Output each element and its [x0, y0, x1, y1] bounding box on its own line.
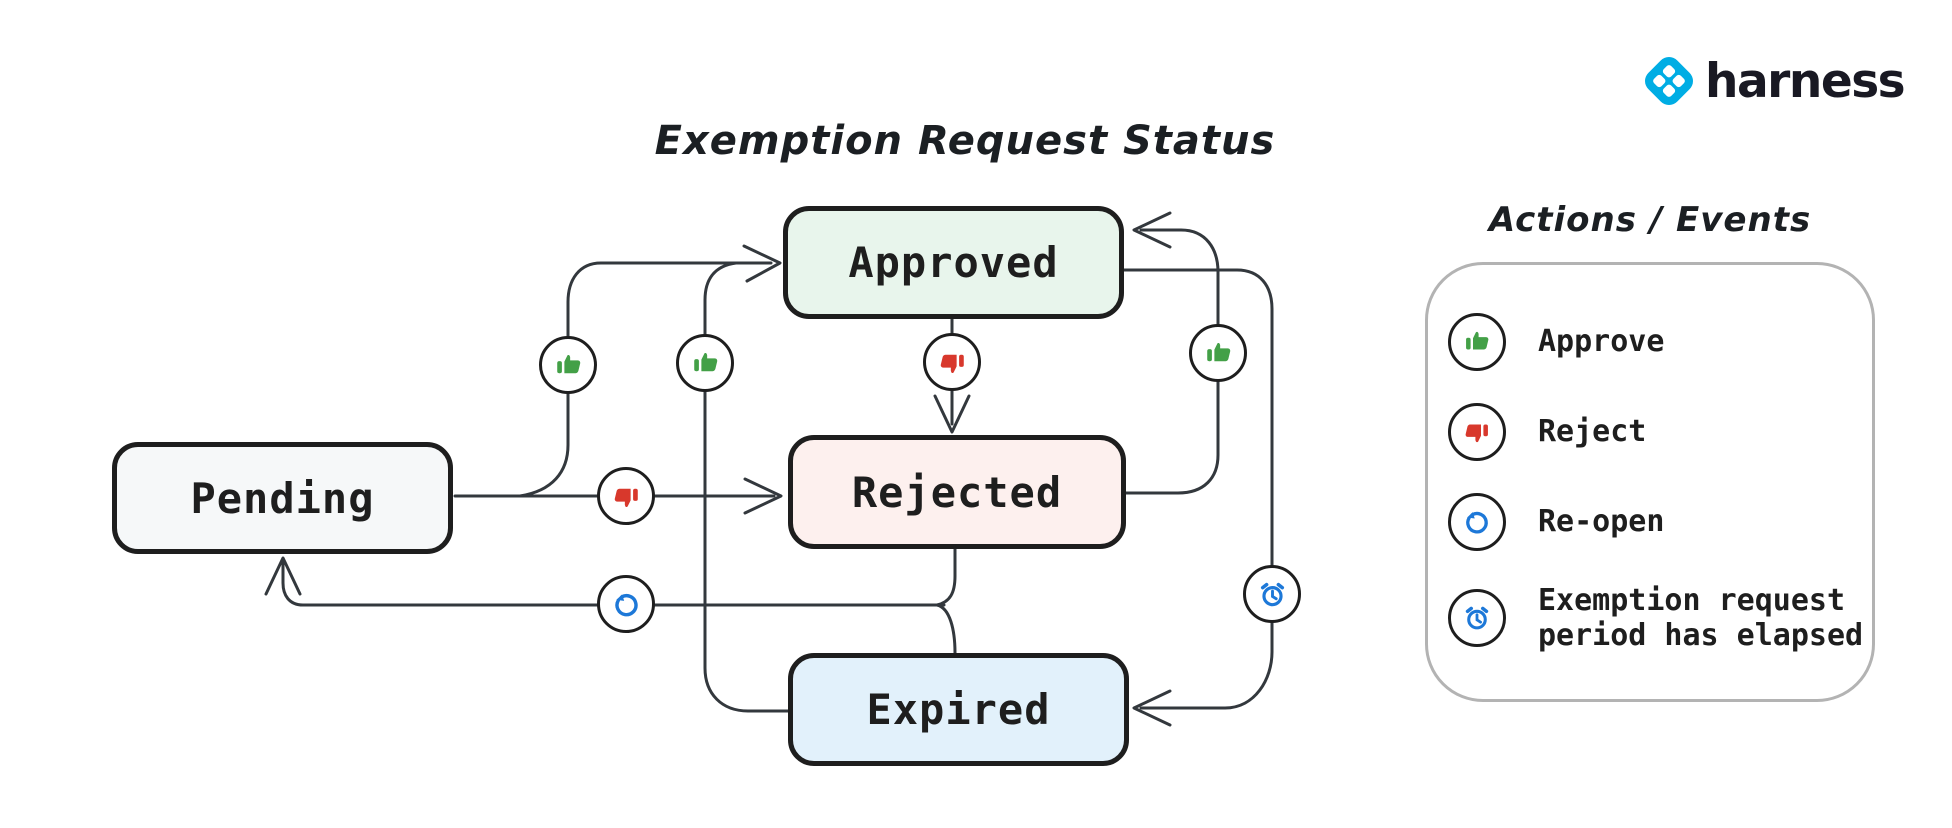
badge-approve-rejected-to-approved	[1189, 324, 1247, 382]
arrowhead-into-rejected-top	[933, 394, 971, 434]
legend-item-reject: Reject	[1448, 403, 1890, 461]
legend-item-reopen: Re-open	[1448, 493, 1890, 551]
legend-reopen-circle	[1448, 493, 1506, 551]
reopen-icon	[1466, 511, 1488, 534]
legend-approve-circle	[1448, 313, 1506, 371]
arrowhead-into-expired-right	[1132, 689, 1172, 727]
legend-reject-circle	[1448, 403, 1506, 461]
arrowhead-into-approved-right	[1132, 211, 1172, 249]
badge-reopen	[597, 575, 655, 633]
badge-approve-pending-to-approved	[539, 336, 597, 394]
legend-title: Actions / Events	[1488, 200, 1812, 240]
state-label-pending: Pending	[190, 473, 375, 523]
state-rejected: Rejected	[788, 435, 1126, 549]
harness-logo-text: harness	[1705, 53, 1906, 109]
edge-expired-approved	[703, 261, 790, 713]
badge-reject-approved-to-rejected	[923, 333, 981, 391]
arrowhead-into-approved-left	[742, 244, 782, 283]
arrowhead-into-rejected-left	[743, 477, 783, 515]
page-title: Exemption Request Status	[654, 118, 1276, 164]
arrowhead-into-pending-bottom	[264, 556, 302, 596]
state-pending: Pending	[112, 442, 453, 554]
harness-logo: harness	[1636, 48, 1906, 114]
badge-approve-expired-to-approved	[676, 334, 734, 392]
legend-reopen-label: Re-open	[1538, 504, 1665, 540]
alarm-icon	[1260, 582, 1284, 606]
reopen-icon	[614, 593, 638, 616]
legend-reject-label: Reject	[1538, 414, 1647, 450]
legend-box: Approve Reject Re-open	[1425, 262, 1875, 702]
edge-rejected-reopen-junction	[935, 546, 957, 607]
state-label-approved: Approved	[848, 238, 1059, 287]
thumbs-up-icon	[693, 352, 717, 371]
state-expired: Expired	[788, 653, 1129, 766]
state-label-rejected: Rejected	[851, 467, 1063, 517]
thumbs-down-icon	[1465, 424, 1488, 443]
badge-reject-pending-to-rejected	[597, 467, 655, 525]
legend-approve-label: Approve	[1538, 324, 1665, 360]
thumbs-up-icon	[1206, 342, 1230, 361]
legend-alarm-circle	[1448, 589, 1506, 648]
edge-approved-expired	[1121, 268, 1274, 710]
thumbs-up-icon	[1466, 331, 1489, 350]
thumbs-up-icon	[556, 354, 580, 373]
thumbs-down-icon	[614, 488, 638, 507]
badge-period-elapsed	[1243, 565, 1301, 623]
state-label-expired: Expired	[866, 685, 1051, 734]
thumbs-down-icon	[940, 354, 964, 373]
state-approved: Approved	[783, 206, 1124, 319]
edge-reopen-pending	[281, 560, 946, 607]
harness-logo-icon	[1645, 57, 1693, 105]
alarm-icon	[1465, 607, 1489, 630]
legend-item-approve: Approve	[1448, 313, 1890, 371]
legend-item-period-elapsed: Exemption request period has elapsed	[1448, 583, 1890, 654]
legend-alarm-label: Exemption request period has elapsed	[1538, 583, 1864, 654]
edge-expired-reopen-junction	[935, 603, 957, 655]
